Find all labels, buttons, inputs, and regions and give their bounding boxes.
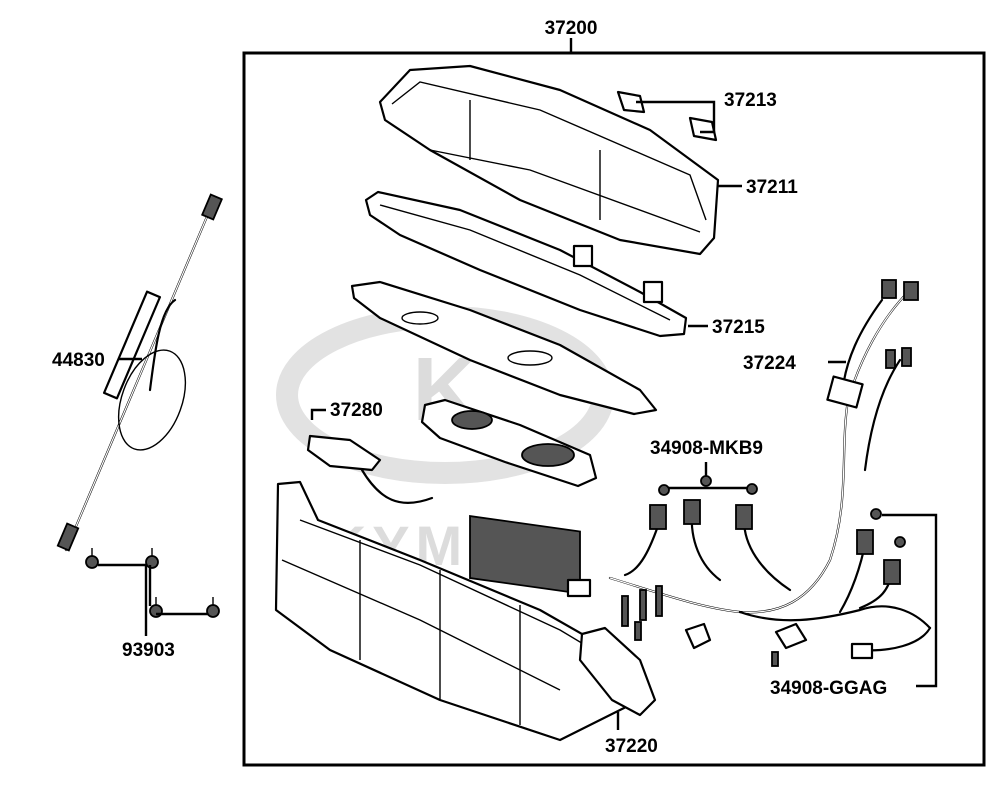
gauge-module	[420, 398, 598, 595]
clip-parts	[616, 90, 718, 142]
label-lens-cover: 37211	[746, 177, 798, 198]
socket-part	[306, 408, 434, 505]
lower-case	[274, 480, 657, 742]
label-lower-case: 37220	[605, 736, 658, 757]
lens-cover	[378, 64, 720, 256]
assembly-frame	[242, 51, 986, 767]
bezel	[364, 190, 688, 338]
label-socket: 37280	[330, 400, 383, 421]
label-clip: 37213	[724, 90, 777, 111]
small-screws	[621, 585, 808, 667]
label-bulbs-right: 34908-GGAG	[770, 678, 887, 699]
label-bulbs-upper: 34908-MKB9	[650, 438, 763, 459]
label-cable: 44830	[52, 350, 105, 371]
screws-group	[85, 548, 220, 636]
bulb-sockets	[649, 462, 938, 688]
label-screws: 93903	[122, 640, 175, 661]
speedometer-cable	[56, 193, 224, 552]
label-harness: 37224	[743, 353, 796, 374]
label-panel: 37215	[712, 317, 765, 338]
panel-plate	[350, 280, 658, 416]
label-assembly: 37200	[545, 18, 598, 39]
